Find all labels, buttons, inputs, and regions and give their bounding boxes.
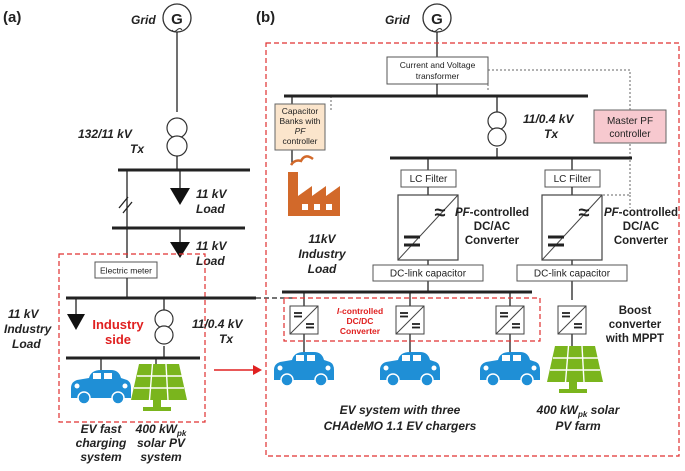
master-pf-box <box>593 109 667 144</box>
master-pf-label-2: controller <box>609 129 651 140</box>
panel-b-label: (b) <box>256 9 275 26</box>
load-icon-a2 <box>170 242 190 258</box>
industry-load-b-label-1: 11kV <box>308 232 336 246</box>
tx-lv-label-a-2: Tx <box>219 332 234 346</box>
grid-label-a: Grid <box>131 13 156 27</box>
ev-label-a-2: charging <box>76 436 127 450</box>
inverter-2-label-1: PF-controlled <box>604 207 678 219</box>
inverter-icon-1: ≈ <box>397 194 459 261</box>
ev-system-label-1: EV system with three <box>340 403 461 417</box>
master-pf-label-1: Master PF <box>607 116 653 127</box>
inverter-2-label-2: DC/AC <box>623 221 659 233</box>
load-1-label-2: Load <box>196 202 225 216</box>
ev-label-a-1: EV fast <box>81 422 123 436</box>
industry-side-box <box>58 253 206 423</box>
dc-bus-ev <box>282 290 573 352</box>
pv-label-a-3: system <box>140 450 182 464</box>
dcdc-converter-icon-1 <box>289 305 319 335</box>
load-icon-a1 <box>170 188 190 205</box>
cap-banks-label-3: PF <box>295 126 307 136</box>
inverter-1-label-1: PF-controlled <box>455 207 529 219</box>
ev-system-label-2: CHAdeMO 1.1 EV chargers <box>324 419 477 433</box>
dc-link-box-2 <box>516 264 628 282</box>
pv-label-a-1: 400 kWpk <box>135 422 187 438</box>
control-signal-lines <box>330 69 631 208</box>
inverter-2-label-3: Converter <box>614 235 669 247</box>
lc-filter-label-2: LC Filter <box>554 174 592 185</box>
svg-text:G: G <box>171 11 183 28</box>
ct-vt-label-2: transformer <box>416 71 460 81</box>
industry-load-b-label-3: Load <box>308 262 337 276</box>
system-boundary-box <box>265 42 680 457</box>
load-1-label-1: 11 kV <box>196 187 227 201</box>
ev-label-a-3: system <box>80 450 122 464</box>
industry-load-label-1: 11 kV <box>8 307 39 321</box>
generator-icon-a: G <box>162 3 192 33</box>
industry-side-label-1: Industry <box>92 317 144 332</box>
industry-bus-a <box>66 278 295 372</box>
pv-farm-label-1: 400 kWpk solar <box>536 403 621 419</box>
electric-meter-label: Electric meter <box>100 266 152 276</box>
ev-car-icon-b3 <box>479 351 541 387</box>
lc-filter-label-1: LC Filter <box>410 174 448 185</box>
ev-car-icon-a <box>70 369 132 405</box>
panel-arrow <box>214 365 262 375</box>
load-2-label-2: Load <box>196 254 225 268</box>
dcdc-label-3: Converter <box>340 326 381 336</box>
main-bus-b <box>284 84 632 170</box>
boost-label-3: with MPPT <box>605 333 664 345</box>
inverter-1-label-2: DC/AC <box>474 221 510 233</box>
dcdc-converter-icon-3 <box>495 305 525 335</box>
svg-text:≈: ≈ <box>435 202 446 224</box>
electric-meter-box <box>94 261 158 279</box>
dc-link-label-2: DC-link capacitor <box>534 269 611 280</box>
tx-b-label-1: 11/0.4 kV <box>523 112 574 126</box>
pv-farm-label-2: PV farm <box>555 419 601 433</box>
svg-text:≈: ≈ <box>579 202 590 224</box>
industry-load-icon-a <box>67 314 85 330</box>
pv-label-a-2: solar PV <box>137 436 186 450</box>
cap-banks-label-2: Banks with <box>279 116 320 126</box>
industry-load-b-label-2: Industry <box>298 247 347 261</box>
inverter-1-label-3: Converter <box>465 235 520 247</box>
transformer-icon-a2 <box>154 309 174 345</box>
grid-label-b: Grid <box>385 13 410 27</box>
tx-main-label-2: Tx <box>130 142 145 156</box>
ev-car-icon-b2 <box>379 351 441 387</box>
industry-load-label-3: Load <box>12 337 41 351</box>
factory-icon <box>288 155 340 216</box>
dcdc-label-2: DC/DC <box>347 316 374 326</box>
svg-text:G: G <box>431 11 443 28</box>
panel-a-label: (a) <box>3 9 21 26</box>
inverter-icon-2: ≈ <box>541 194 603 261</box>
dc-link-label-1: DC-link capacitor <box>390 269 467 280</box>
boost-label-2: converter <box>609 319 662 331</box>
industry-side-label-2: side <box>105 332 131 347</box>
tx-b-label-2: Tx <box>544 127 559 141</box>
dcdc-converter-icon-2 <box>395 305 425 335</box>
cap-banks-label-4: controller <box>283 136 318 146</box>
tx-main-label-1: 132/11 kV <box>78 127 133 141</box>
transformer-icon-b <box>487 111 507 147</box>
generator-icon-b: G <box>422 3 452 33</box>
load-2-label-1: 11 kV <box>196 239 227 253</box>
solar-panel-icon-b <box>546 345 604 394</box>
ev-car-icon-b1 <box>273 351 335 387</box>
dc-link-box-1 <box>372 264 484 282</box>
busbars-a <box>112 156 250 258</box>
boost-converter-icon <box>557 305 587 335</box>
cap-banks-label-1: Capacitor <box>282 106 319 116</box>
industry-load-label-2: Industry <box>4 322 53 336</box>
inverter-links <box>427 187 573 300</box>
boost-label-1: Boost <box>619 305 652 317</box>
transformer-icon-a1 <box>166 117 188 157</box>
ct-vt-label-1: Current and Voltage <box>400 60 476 70</box>
capacitor-banks-box <box>274 103 326 151</box>
ev-charger-group-box <box>283 297 541 342</box>
ct-vt-box <box>386 56 489 85</box>
solar-panel-icon-a <box>130 363 188 412</box>
dcdc-label-1: I-controlled <box>337 306 383 316</box>
tx-lv-label-a-1: 11/0.4 kV <box>192 317 243 331</box>
